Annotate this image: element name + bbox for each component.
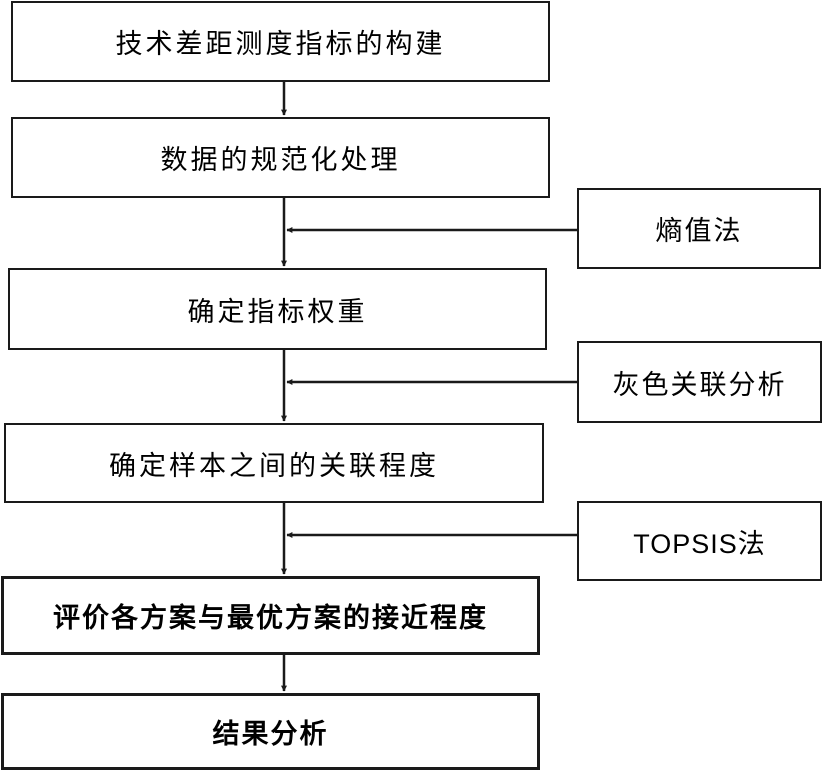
method-entropy-label: 熵值法 (655, 216, 743, 247)
method-topsis: TOPSIS法 (577, 501, 822, 581)
step-relational-degree-label: 确定样本之间的关联程度 (109, 450, 439, 482)
step-indicator-construction: 技术差距测度指标的构建 (11, 1, 550, 82)
step-determine-weights-label: 确定指标权重 (187, 296, 368, 328)
step-closeness-evaluation: 评价各方案与最优方案的接近程度 (1, 576, 540, 655)
step-determine-weights: 确定指标权重 (8, 268, 547, 350)
method-topsis-label: TOPSIS法 (633, 528, 766, 559)
step-result-analysis: 结果分析 (1, 693, 540, 770)
method-entropy: 熵值法 (577, 188, 821, 269)
step-closeness-evaluation-label: 评价各方案与最优方案的接近程度 (53, 603, 488, 634)
step-relational-degree: 确定样本之间的关联程度 (4, 423, 544, 503)
step-data-normalization-label: 数据的规范化处理 (160, 145, 401, 176)
step-indicator-construction-label: 技术差距测度指标的构建 (115, 29, 446, 60)
step-data-normalization: 数据的规范化处理 (11, 117, 550, 198)
step-result-analysis-label: 结果分析 (212, 719, 329, 750)
method-grey-relational-analysis: 灰色关联分析 (577, 341, 822, 423)
method-grey-relational-analysis-label: 灰色关联分析 (612, 369, 787, 401)
